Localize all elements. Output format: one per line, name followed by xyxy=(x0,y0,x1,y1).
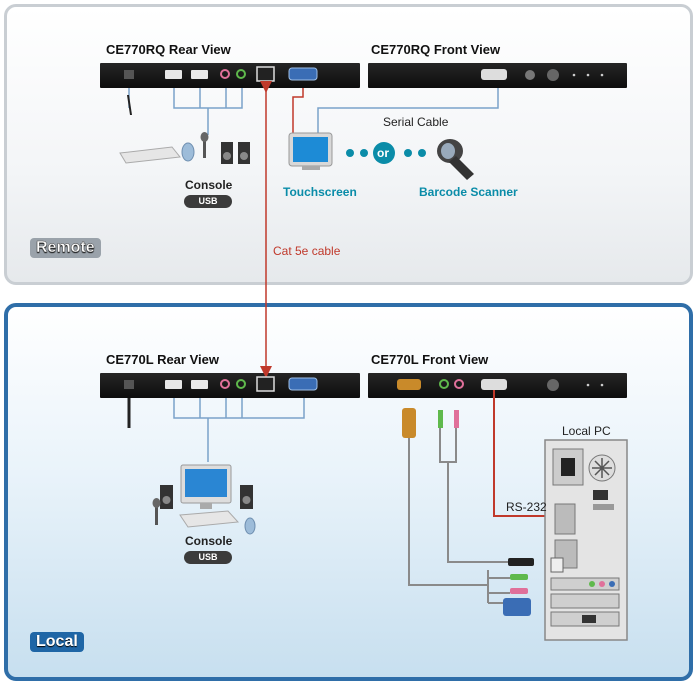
local-console-label: Console xyxy=(185,534,233,548)
touchscreen-icon xyxy=(288,132,333,170)
remote-front-ports xyxy=(481,69,604,81)
serial-cable-label: Serial Cable xyxy=(383,115,449,129)
vga-port-icon xyxy=(288,377,318,391)
vga-in-port-icon xyxy=(397,379,421,390)
rj45-port-icon xyxy=(256,66,275,82)
mouse-icon xyxy=(244,517,256,535)
ce770l-front-title: CE770L Front View xyxy=(371,352,489,367)
usb-port-icon xyxy=(191,70,208,79)
local-pc-label: Local PC xyxy=(562,424,611,438)
usb-plug-icon xyxy=(508,558,534,566)
audio-plug-icon xyxy=(438,410,443,428)
remote-badge: Remote xyxy=(30,238,101,258)
dot-connector xyxy=(346,142,426,164)
vga-cable-line xyxy=(292,88,304,133)
barcode-scanner-label: Barcode Scanner xyxy=(419,185,518,199)
local-pc-cabling xyxy=(402,390,555,616)
ce770rq-front-title: CE770RQ Front View xyxy=(371,42,501,57)
local-rear-ports xyxy=(124,376,318,392)
remote-console-label: Console xyxy=(185,178,233,192)
keyboard-icon xyxy=(119,146,181,164)
mouse-icon xyxy=(181,142,195,162)
serial-port-icon xyxy=(481,69,507,80)
remote-console-peripherals xyxy=(119,95,250,164)
vga-plug-icon xyxy=(503,598,531,616)
local-console-peripherals xyxy=(152,464,256,535)
or-label: or xyxy=(377,146,389,160)
rs232-cable-line xyxy=(493,390,555,517)
serial-cable-line xyxy=(317,88,499,133)
ce770rq-rear-title: CE770RQ Rear View xyxy=(106,42,231,57)
audio-jack-icon xyxy=(236,379,246,389)
usb-port-icon xyxy=(191,380,208,389)
local-badge: Local xyxy=(30,632,84,652)
power-plug-icon xyxy=(127,95,132,115)
mic-jack-icon xyxy=(220,69,230,79)
serial-port-icon xyxy=(481,379,507,390)
local-console-wiring xyxy=(173,398,305,462)
rs232-label: RS-232 xyxy=(506,500,547,514)
vga-plug-icon xyxy=(402,408,416,438)
remote-usb-badge: USB xyxy=(184,195,232,208)
microphone-icon xyxy=(203,138,206,158)
keyboard-icon xyxy=(179,510,240,528)
local-pc-icon xyxy=(544,439,628,641)
mic-plug-icon xyxy=(454,410,459,428)
power-jack-icon xyxy=(124,380,134,389)
usb-port-icon xyxy=(165,70,182,79)
cat5e-cable-label: Cat 5e cable xyxy=(273,244,341,258)
microphone-icon xyxy=(155,505,158,525)
or-circle xyxy=(373,142,395,164)
barcode-scanner-icon xyxy=(437,139,474,180)
power-jack-icon xyxy=(124,70,134,79)
vga-port-icon xyxy=(288,67,318,81)
remote-rear-ports xyxy=(124,66,318,82)
local-usb-badge: USB xyxy=(184,551,232,564)
usb-port-icon xyxy=(165,380,182,389)
local-front-ports xyxy=(397,379,604,391)
remote-console-wiring xyxy=(128,88,243,135)
mic-jack-icon xyxy=(220,379,230,389)
audio-jack-icon xyxy=(236,69,246,79)
ce770l-rear-title: CE770L Rear View xyxy=(106,352,219,367)
remote-panel xyxy=(4,4,693,285)
rj45-port-icon xyxy=(256,376,275,392)
touchscreen-label: Touchscreen xyxy=(283,185,357,199)
